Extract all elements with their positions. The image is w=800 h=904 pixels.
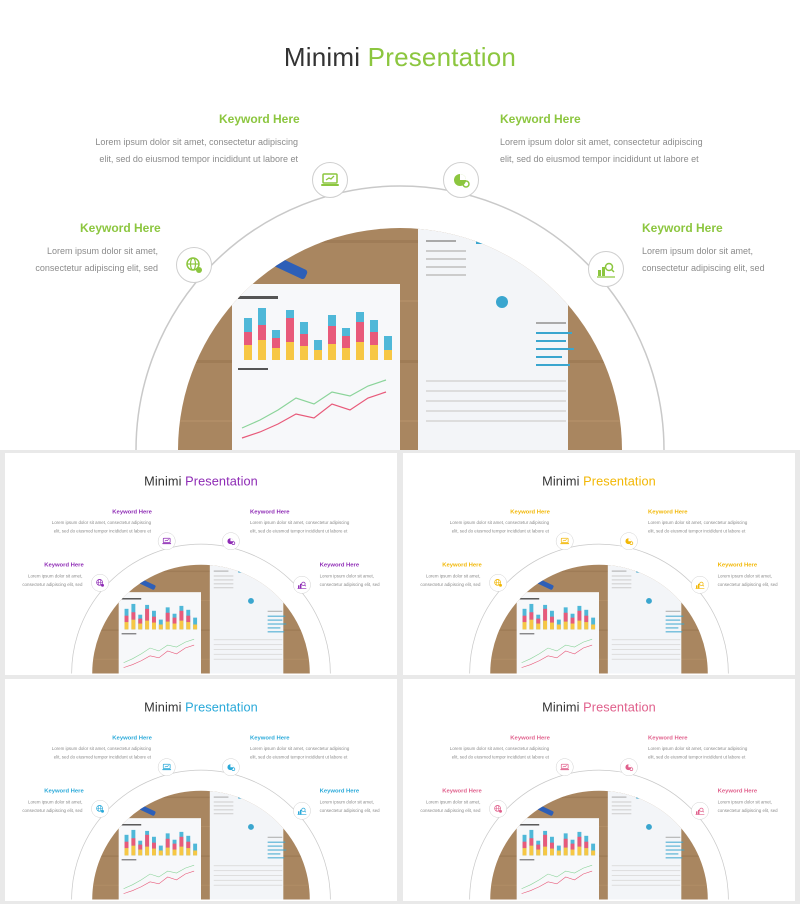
bar-search-icon xyxy=(588,251,624,287)
title-part-b: Presentation xyxy=(583,473,656,489)
semicircle-arc xyxy=(469,543,729,674)
title-part-b: Presentation xyxy=(583,699,656,715)
description-mid-left: Lorem ipsum dolor sit amet, consectetur … xyxy=(420,799,481,813)
bar-search-icon xyxy=(691,801,709,820)
keyword-top-right: Keyword Here xyxy=(500,112,581,126)
slide-title: Minimi Presentation xyxy=(403,700,795,715)
keyword-top-left: Keyword Here xyxy=(112,733,152,741)
globe-gear-icon xyxy=(489,800,507,818)
keyword-top-left: Keyword Here xyxy=(510,733,550,741)
title-part-a: Minimi xyxy=(283,42,361,72)
description-top-left: Lorem ipsum dolor sit amet, consectetur … xyxy=(95,137,298,164)
title-part-a: Minimi xyxy=(144,699,182,715)
semicircle-arc xyxy=(469,769,729,900)
bar-search-icon xyxy=(691,575,709,594)
keyword-top-left: Keyword Here xyxy=(219,112,300,126)
description-top-right: Lorem ipsum dolor sit amet, consectetur … xyxy=(250,520,350,534)
laptop-chart-icon xyxy=(555,532,574,551)
keyword-mid-left: Keyword Here xyxy=(442,787,482,795)
laptop-chart-icon xyxy=(157,532,176,551)
title-part-b: Presentation xyxy=(185,699,258,715)
keyword-mid-right: Keyword Here xyxy=(319,787,360,795)
keyword-top-right: Keyword Here xyxy=(648,507,688,515)
description-mid-left: Lorem ipsum dolor sit amet, consectetur … xyxy=(420,573,481,587)
laptop-chart-icon xyxy=(312,162,348,198)
desk-photo xyxy=(92,790,310,900)
laptop-chart-icon xyxy=(555,758,574,777)
semicircle-arc xyxy=(135,185,665,450)
description-top-right: Lorem ipsum dolor sit amet, consectetur … xyxy=(648,746,748,760)
keyword-mid-right: Keyword Here xyxy=(717,561,758,569)
description-mid-right: Lorem ipsum dolor sit amet, consectetur … xyxy=(319,799,380,813)
desk-photo xyxy=(490,564,708,674)
title-part-b: Presentation xyxy=(185,473,258,489)
keyword-mid-right: Keyword Here xyxy=(642,221,723,235)
keyword-mid-left: Keyword Here xyxy=(80,221,161,235)
title-part-a: Minimi xyxy=(542,473,580,489)
desk-photo xyxy=(490,790,708,900)
pie-gear-icon xyxy=(222,758,240,777)
keyword-mid-left: Keyword Here xyxy=(442,561,482,569)
keyword-mid-right: Keyword Here xyxy=(319,561,360,569)
desk-photo xyxy=(178,228,622,450)
keyword-top-right: Keyword Here xyxy=(648,733,688,741)
keyword-mid-left: Keyword Here xyxy=(44,561,84,569)
description-mid-right: Lorem ipsum dolor sit amet, consectetur … xyxy=(642,246,765,273)
slide-title: Minimi Presentation xyxy=(5,474,397,489)
keyword-top-right: Keyword Here xyxy=(250,733,290,741)
laptop-chart-icon xyxy=(157,758,176,777)
description-top-right: Lorem ipsum dolor sit amet, consectetur … xyxy=(250,746,350,760)
slide-purple: Minimi Presentation Keyword Here Lorem i… xyxy=(5,453,397,675)
description-top-left: Lorem ipsum dolor sit amet, consectetur … xyxy=(449,520,550,534)
slide-blue: Minimi Presentation Keyword Here Lorem i… xyxy=(5,679,397,901)
title-part-a: Minimi xyxy=(542,699,580,715)
keyword-mid-right: Keyword Here xyxy=(717,787,758,795)
description-mid-right: Lorem ipsum dolor sit amet, consectetur … xyxy=(717,573,778,587)
slide-green: Minimi Presentation Keyword Here Lorem i… xyxy=(0,0,800,450)
slide-title: Minimi Presentation xyxy=(403,474,795,489)
pie-gear-icon xyxy=(620,758,638,777)
globe-gear-icon xyxy=(91,800,109,818)
description-mid-right: Lorem ipsum dolor sit amet, consectetur … xyxy=(717,799,778,813)
slide-title: Minimi Presentation xyxy=(0,42,800,73)
pie-gear-icon xyxy=(222,532,240,551)
semicircle-arc xyxy=(71,543,331,674)
description-top-right: Lorem ipsum dolor sit amet, consectetur … xyxy=(500,137,703,164)
keyword-top-left: Keyword Here xyxy=(510,507,550,515)
description-top-left: Lorem ipsum dolor sit amet, consectetur … xyxy=(449,746,550,760)
pie-gear-icon xyxy=(443,162,479,198)
description-top-left: Lorem ipsum dolor sit amet, consectetur … xyxy=(51,746,152,760)
slide-title: Minimi Presentation xyxy=(5,700,397,715)
pie-gear-icon xyxy=(620,532,638,551)
description-mid-left: Lorem ipsum dolor sit amet, consectetur … xyxy=(35,246,158,273)
keyword-top-right: Keyword Here xyxy=(250,507,290,515)
description-top-left: Lorem ipsum dolor sit amet, consectetur … xyxy=(51,520,152,534)
description-mid-left: Lorem ipsum dolor sit amet, consectetur … xyxy=(22,573,83,587)
description-top-right: Lorem ipsum dolor sit amet, consectetur … xyxy=(648,520,748,534)
semicircle-arc xyxy=(71,769,331,900)
slide-yellow: Minimi Presentation Keyword Here Lorem i… xyxy=(403,453,795,675)
bar-search-icon xyxy=(293,575,311,594)
globe-gear-icon xyxy=(91,574,109,592)
keyword-top-left: Keyword Here xyxy=(112,507,152,515)
title-part-a: Minimi xyxy=(144,473,182,489)
keyword-mid-left: Keyword Here xyxy=(44,787,84,795)
globe-gear-icon xyxy=(176,247,212,283)
slide-pink: Minimi Presentation Keyword Here Lorem i… xyxy=(403,679,795,901)
bar-search-icon xyxy=(293,801,311,820)
desk-photo xyxy=(92,564,310,674)
globe-gear-icon xyxy=(489,574,507,592)
title-part-b: Presentation xyxy=(367,42,517,72)
description-mid-right: Lorem ipsum dolor sit amet, consectetur … xyxy=(319,573,380,587)
description-mid-left: Lorem ipsum dolor sit amet, consectetur … xyxy=(22,799,83,813)
